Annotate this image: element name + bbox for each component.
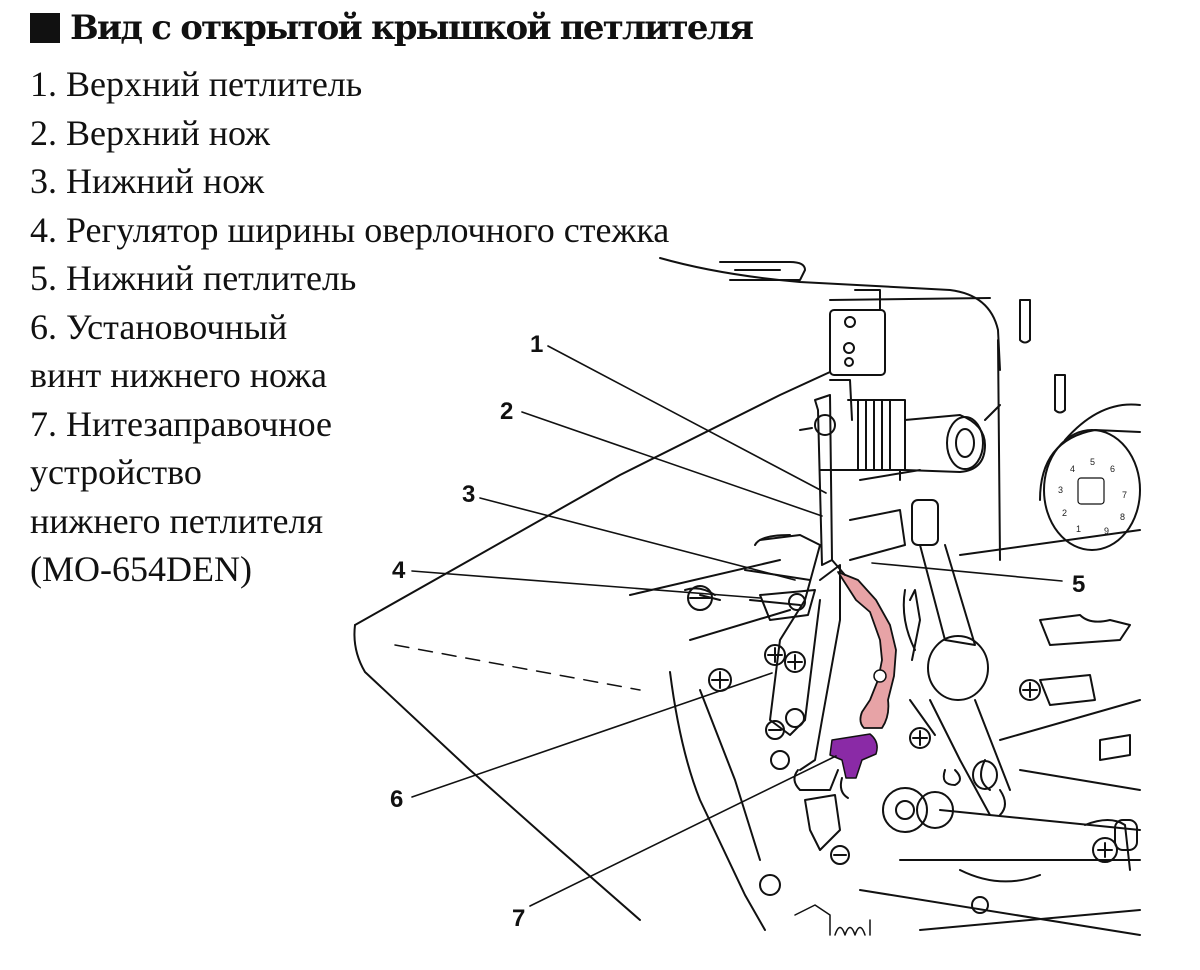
spring-detail [794, 904, 871, 936]
tension-dial: 5 4 6 3 7 2 8 1 9 [1019, 299, 1141, 761]
legend-item: устройство [30, 452, 202, 492]
legend-item: 5. Нижний петлитель [30, 258, 357, 298]
dial-number: 7 [1122, 490, 1127, 500]
dial-number: 8 [1120, 512, 1125, 522]
square-bullet-icon [30, 13, 60, 43]
legend-item: винт нижнего ножа [30, 355, 327, 395]
dial-number: 4 [1070, 464, 1075, 474]
dial-number: 9 [1104, 526, 1109, 536]
callout-numbers: 1 2 3 4 5 6 7 [390, 331, 1085, 932]
legend-item: (MO-654DEN) [30, 549, 252, 589]
callout-number-3: 3 [462, 481, 475, 508]
needle-assembly [799, 289, 1001, 566]
legend-item: 1. Верхний петлитель [30, 64, 363, 104]
section-title: Вид с открытой крышкой петлителя [30, 8, 754, 48]
legend-item: 2. Верхний нож [30, 112, 271, 153]
cutter-assembly [684, 499, 1138, 871]
callout-number-7: 7 [512, 905, 525, 932]
machine-body [353, 257, 1141, 936]
screws [687, 585, 1041, 914]
lower-looper-threader-highlight [829, 733, 878, 799]
section-title-text: Вид с открытой крышкой петлителя [70, 8, 754, 48]
dial-number: 1 [1076, 524, 1081, 534]
dial-number: 2 [1062, 508, 1067, 518]
parts-legend: 1. Верхний петлитель 2. Верхний нож 3. Н… [30, 60, 669, 594]
legend-item: 4. Регулятор ширины оверлочного стежка [30, 209, 670, 250]
legend-item: 3. Нижний нож [30, 161, 265, 201]
legend-item: нижнего петлителя [30, 500, 324, 541]
callout-number-1: 1 [530, 331, 543, 358]
callout-number-2: 2 [500, 398, 513, 425]
dial-number: 5 [1090, 457, 1095, 467]
thread-guide [719, 261, 806, 281]
dial-number: 3 [1058, 485, 1063, 495]
dial-number: 6 [1110, 464, 1115, 474]
legend-item: 7. Нитезаправочное [30, 403, 332, 444]
callout-number-4: 4 [392, 557, 406, 584]
lower-looper-highlight [831, 559, 897, 729]
legend-item: 6. Установочный [30, 306, 288, 347]
leader-lines [411, 345, 1063, 907]
callout-number-6: 6 [390, 786, 403, 813]
callout-number-5: 5 [1072, 571, 1085, 598]
